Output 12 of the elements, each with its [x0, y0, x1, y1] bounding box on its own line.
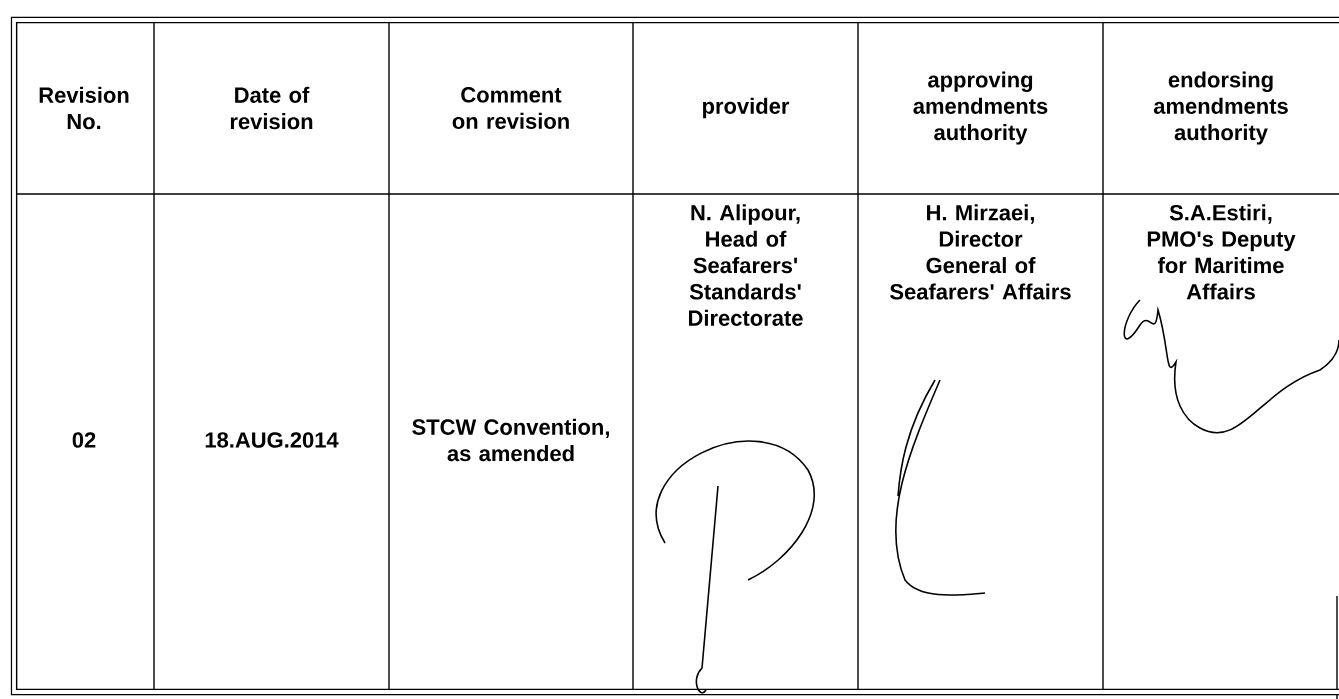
table-cell: approving amendments authority [913, 71, 1048, 145]
table-cell: Comment on revision [452, 87, 569, 129]
table-cell: 02 [72, 432, 96, 448]
table-cell: endorsing amendments authority [1153, 71, 1288, 145]
table-cell: STCW Convention, as amended [412, 418, 609, 462]
table-cell: H. Mirzaei, Director General of Seafarers' Affairs [890, 204, 1071, 300]
table-cell: 18.AUG.2014 [205, 432, 339, 448]
table-cell: provider [703, 97, 790, 119]
table-cell: Date of revision [230, 86, 313, 130]
table-cell: S.A.Estiri, PMO's Deputy for Maritime Affairs [1147, 204, 1296, 300]
table-cell: Revision No. [39, 86, 129, 130]
table-cell: N. Alipour, Head of Seafarers' Standards' Directorate [689, 204, 803, 326]
